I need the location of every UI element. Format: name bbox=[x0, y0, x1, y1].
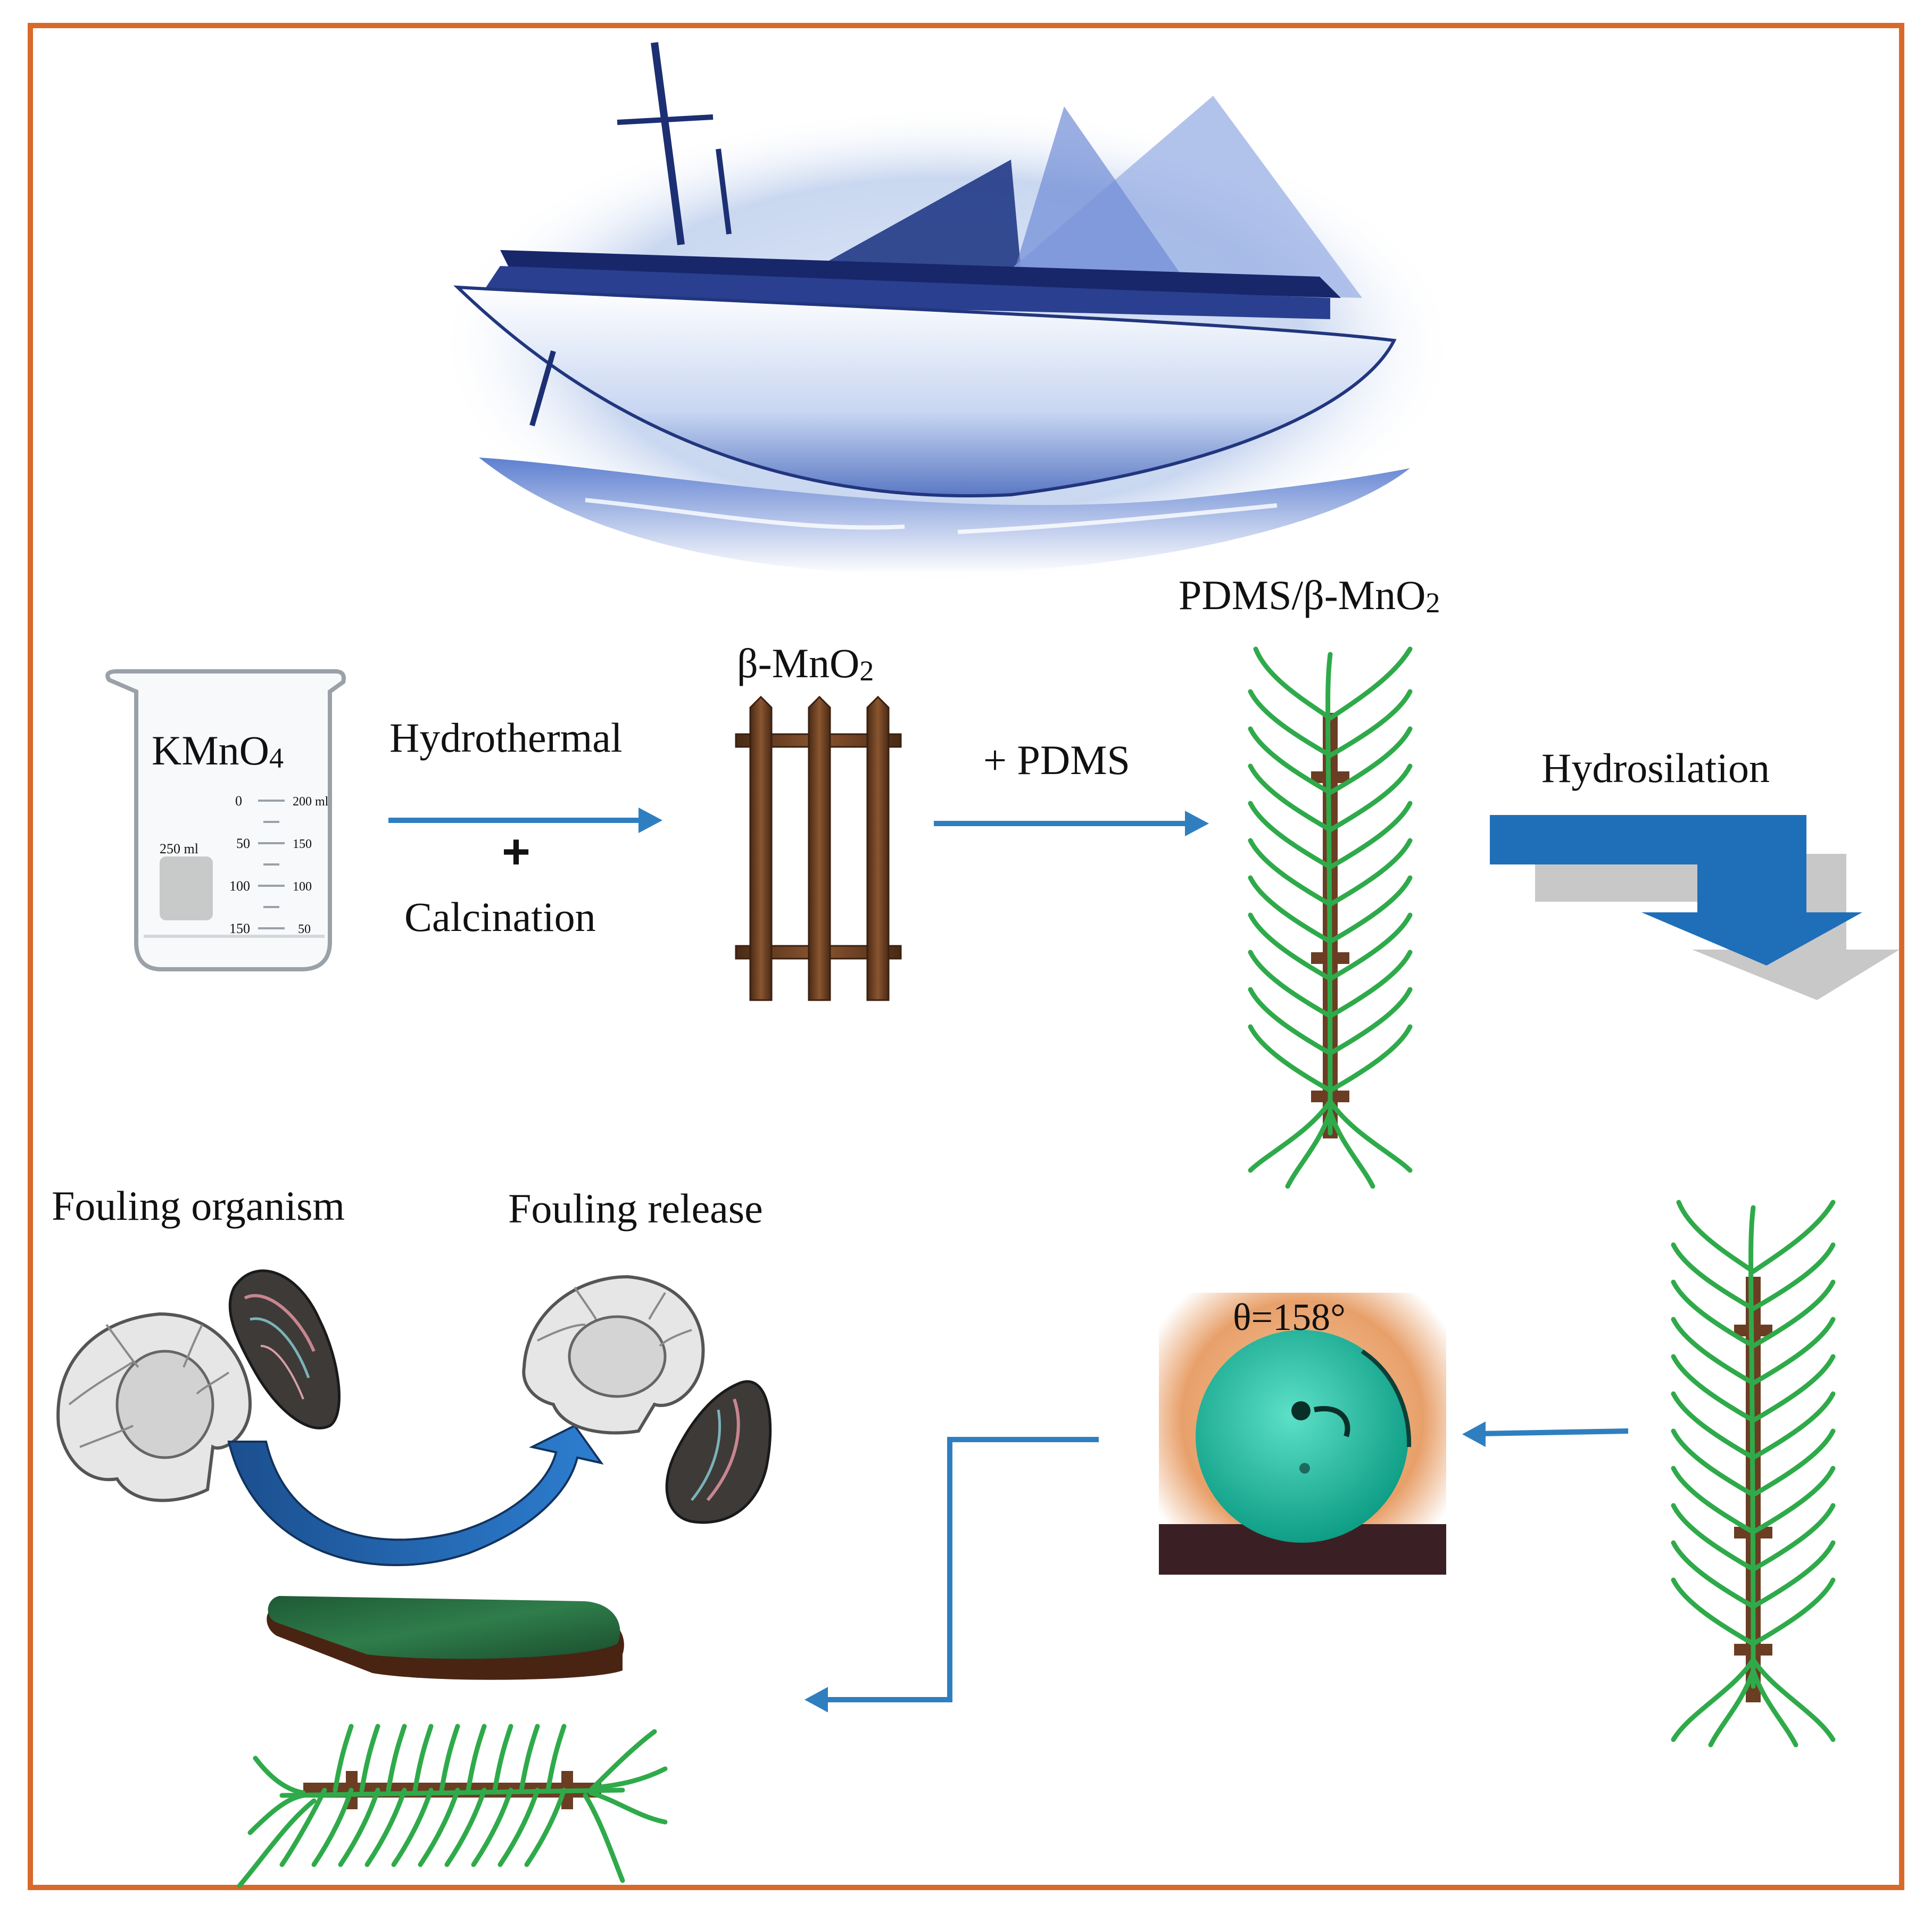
hydrosilation-label: Hydrosilation bbox=[1541, 745, 1770, 791]
beaker-tick-150: 150 bbox=[229, 921, 250, 936]
ship-photo bbox=[436, 42, 1458, 585]
to-coating-arrow bbox=[819, 1437, 1099, 1702]
pdms-brush-icon-2 bbox=[1671, 1200, 1836, 1748]
beaker-right-tick-50: 50 bbox=[298, 922, 311, 936]
fouling-release-label: Fouling release bbox=[508, 1185, 763, 1232]
hydrothermal-arrowhead bbox=[639, 808, 662, 833]
to-droplet-arrow bbox=[1479, 1428, 1629, 1436]
mussel-shell-icon bbox=[228, 1269, 341, 1429]
coated-plate-icon bbox=[267, 1596, 624, 1680]
beaker-tick-0: 0 bbox=[235, 793, 242, 809]
beaker-tick-50: 50 bbox=[236, 836, 250, 851]
scallop-shell-icon bbox=[56, 1312, 252, 1502]
beaker-volume: 250 ml bbox=[160, 841, 198, 856]
to-coating-arrowhead bbox=[805, 1687, 828, 1712]
beaker-icon: 0 50 100 150 200 ml 150 100 50 250 ml bbox=[105, 669, 346, 971]
pdms-brush-icon-3 bbox=[237, 1724, 668, 1889]
mussel-shell-icon-2 bbox=[665, 1380, 772, 1524]
pdms-beta-mno2-label: PDMS/β-MnO2 bbox=[1179, 572, 1440, 619]
to-droplet-arrowhead bbox=[1462, 1421, 1486, 1447]
beaker-label-patch bbox=[160, 856, 213, 920]
plus-pdms-label: + PDMS bbox=[983, 737, 1130, 783]
beaker-right-tick-150: 150 bbox=[293, 837, 312, 851]
hydrosilation-arrow bbox=[1490, 815, 1900, 1000]
mno2-rod-ladder-icon bbox=[735, 695, 902, 1001]
water-droplet-icon bbox=[1159, 1293, 1446, 1575]
pdms-brush-icon bbox=[1248, 646, 1413, 1189]
fouling-organism-label: Fouling organism bbox=[52, 1183, 345, 1229]
beaker-right-tick-100: 100 bbox=[293, 880, 312, 894]
plus-sign: + bbox=[502, 825, 530, 879]
beaker-top-mark: 200 ml bbox=[293, 795, 329, 809]
calcination-label: Calcination bbox=[404, 894, 596, 940]
beaker-tick-100: 100 bbox=[229, 878, 250, 894]
kmno4-label: KMnO4 bbox=[152, 727, 284, 774]
outer-frame bbox=[28, 23, 1904, 1890]
hydrothermal-label: Hydrothermal bbox=[389, 714, 623, 761]
fouling-release-curved-arrow bbox=[227, 1424, 604, 1566]
pdms-arrowhead bbox=[1185, 811, 1209, 836]
contact-angle-label: θ=158° bbox=[1233, 1296, 1346, 1338]
scallop-shell-icon-2 bbox=[522, 1275, 705, 1435]
beta-mno2-label: β-MnO2 bbox=[737, 640, 874, 687]
